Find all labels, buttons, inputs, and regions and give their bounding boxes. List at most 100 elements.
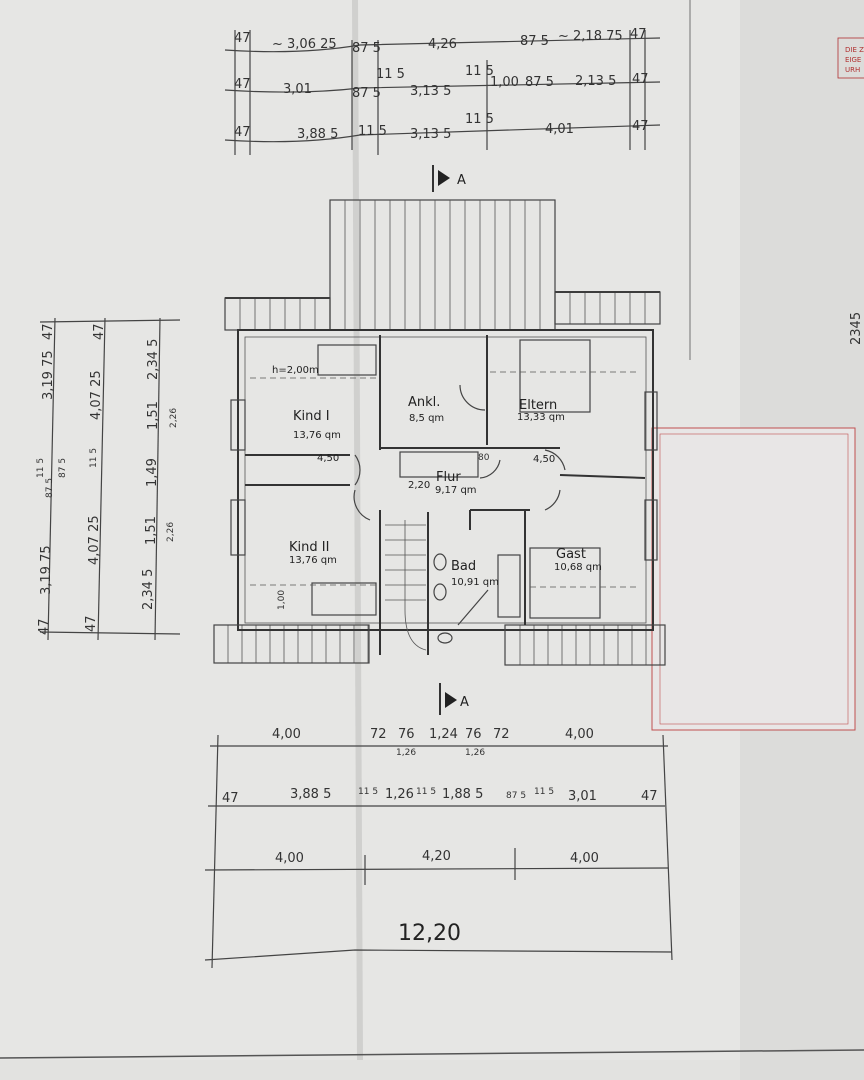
dim-label: 47 — [234, 77, 251, 92]
window-height-note: 1,00 — [277, 590, 287, 610]
dim-label: 47 — [92, 323, 107, 340]
dim-label: 3,13 5 — [410, 127, 451, 142]
dim-label: 87 5 — [352, 86, 381, 101]
dim-label: 47 — [632, 72, 649, 87]
room-area-eltern: 13,33 qm — [517, 412, 565, 423]
dim-label: 47 — [641, 789, 658, 804]
room-dimension: 80 — [478, 453, 490, 463]
dim-label: 4,00 — [272, 727, 301, 742]
room-dimension: 4,50 — [317, 453, 339, 464]
dim-label: 47 — [222, 791, 239, 806]
room-name-gast: Gast — [556, 547, 586, 562]
dim-label: ~ 2,18 75 — [558, 29, 623, 44]
room-name-kind1: Kind I — [293, 409, 330, 424]
dim-label: 11 5 — [36, 458, 46, 478]
paper-fold — [352, 0, 363, 1061]
section-arrow-icon — [445, 692, 457, 708]
dim-label: 1,88 5 — [442, 787, 483, 802]
dim-label: 4,00 — [570, 851, 599, 866]
dim-label: 4,00 — [275, 851, 304, 866]
dim-label: 3,19 75 — [41, 350, 56, 400]
dim-label: 47 — [37, 618, 52, 635]
side-dimension: 2345 — [849, 312, 864, 345]
dim-label: 4,01 — [545, 122, 574, 137]
room-name-bad: Bad — [451, 559, 476, 574]
paper-sheet — [0, 0, 740, 1060]
room-name-kind2: Kind II — [289, 540, 329, 555]
dim-label: 87 5 — [352, 41, 381, 56]
room-area-ankl: 8,5 qm — [409, 413, 444, 424]
dim-label: 2,34 5 — [141, 569, 156, 610]
dim-label: 76 — [465, 727, 482, 742]
stamp-box — [837, 37, 864, 79]
dim-label: 11 5 — [376, 67, 405, 82]
stamp-line: EIGE — [845, 56, 861, 64]
dim-label: 4,07 25 — [89, 370, 104, 420]
dim-label: 3,01 — [283, 82, 312, 97]
dim-label: 4,20 — [422, 849, 451, 864]
dim-label: 1,49 — [145, 458, 160, 487]
dim-label: 2,26 — [169, 408, 179, 428]
dim-label: 1,26 — [465, 748, 485, 758]
dim-label: 87 5 — [525, 75, 554, 90]
dim-label: 1,24 — [429, 727, 458, 742]
dim-label: 11 5 — [358, 787, 378, 797]
stamp-line: URH — [845, 66, 860, 74]
dim-label: 11 5 — [465, 112, 494, 127]
left-dimensions: 47 3,19 75 87 5 11 5 87 5 3,19 75 47 47 … — [36, 317, 181, 641]
dim-label: 1,26 — [385, 787, 414, 802]
top-dimensions: 47 ~ 3,06 25 87 5 4,26 87 5 ~ 2,18 75 47… — [224, 27, 661, 155]
section-label: A — [460, 695, 469, 710]
dim-label: 11 5 — [416, 787, 436, 797]
dim-label: 4,26 — [428, 37, 457, 52]
dim-label: 47 — [41, 323, 56, 340]
bottom-dimensions: 4,00 72 76 1,26 1,24 76 1,26 72 4,00 47 … — [204, 727, 673, 969]
dim-label: 47 — [630, 27, 647, 42]
dim-label: 47 — [84, 615, 99, 632]
room-area-kind1: 13,76 qm — [293, 430, 341, 441]
room-name-ankl: Ankl. — [408, 395, 440, 410]
dim-label: 47 — [234, 125, 251, 140]
dim-label: 4,00 — [565, 727, 594, 742]
headroom-note: h=2,00m — [272, 365, 319, 376]
floor-plan-walls — [213, 329, 666, 666]
dim-label: 1,51 — [146, 401, 161, 430]
dim-label: 87 5 — [58, 458, 68, 478]
room-name-flur: Flur — [436, 470, 461, 485]
section-marker-top: A — [432, 165, 466, 192]
room-area-gast: 10,68 qm — [554, 562, 602, 573]
room-labels: h=2,00m Kind I 13,76 qm 4,50 Kind II 13,… — [272, 365, 602, 610]
total-width-label: 12,20 — [398, 921, 461, 946]
dim-label: 4,07 25 — [87, 515, 102, 565]
dim-label: 2,26 — [166, 522, 176, 542]
dim-label: 1,51 — [144, 516, 159, 545]
dim-label: 3,19 75 — [39, 545, 54, 595]
dim-label: 1,26 — [396, 748, 416, 758]
dim-label: 3,88 5 — [297, 127, 338, 142]
dim-label: 11 5 — [358, 124, 387, 139]
room-dimension: 2,20 — [408, 480, 430, 491]
dim-label: 87 5 — [506, 791, 526, 801]
dim-label: 11 5 — [534, 787, 554, 797]
dim-label: 2,13 5 — [575, 74, 616, 89]
adjacent-sheet-area — [651, 427, 856, 731]
stamp-line: DIE Z — [845, 46, 864, 54]
dim-label: 11 5 — [465, 64, 494, 79]
section-label: A — [457, 173, 466, 188]
dim-label: 3,88 5 — [290, 787, 331, 802]
dim-label: 1,00 — [490, 75, 519, 90]
dim-label: 87 5 — [520, 34, 549, 49]
room-area-kind2: 13,76 qm — [289, 555, 337, 566]
room-area-flur: 9,17 qm — [435, 485, 477, 496]
dim-label: 2,34 5 — [146, 339, 161, 380]
room-name-eltern: Eltern — [519, 398, 557, 413]
dim-label: 76 — [398, 727, 415, 742]
dim-label: 72 — [493, 727, 510, 742]
dim-label: 3,01 — [568, 789, 597, 804]
dim-label: 11 5 — [89, 448, 99, 468]
section-marker-bottom: A — [439, 683, 469, 715]
dim-label: 87 5 — [45, 478, 55, 498]
room-dimension: 4,50 — [533, 454, 555, 465]
